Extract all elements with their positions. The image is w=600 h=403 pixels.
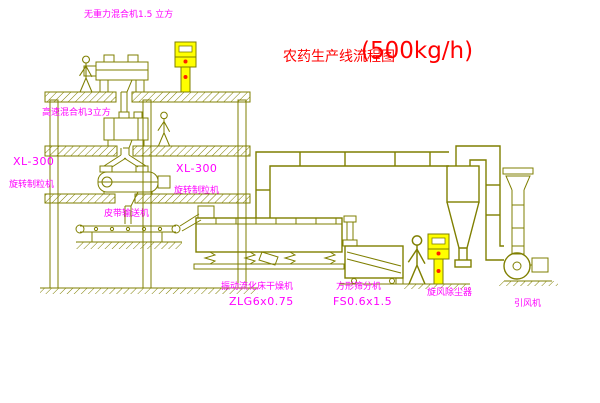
- worker-figure-top-floor: [78, 55, 93, 93]
- belt-conveyor: [75, 213, 202, 249]
- label-belt-conveyor: 皮带输送机: [104, 209, 150, 219]
- label-fan-name: 引风机: [514, 299, 542, 309]
- label-sieve-name: 方形筛分机: [336, 282, 382, 292]
- induced-draft-fan: [498, 245, 558, 286]
- label-granulator-mid-model: XL-300: [176, 162, 218, 175]
- diagram-title-capacity: (500kg/h): [361, 38, 474, 64]
- label-dryer-name: 振动流化床干燥机: [221, 282, 294, 292]
- gravity-mixer: [83, 54, 149, 93]
- fluid-bed-dryer: [193, 205, 345, 270]
- high-speed-mixer: [103, 111, 149, 149]
- y-chute: [103, 148, 147, 168]
- label-gravity-mixer: 无重力混合机1.5 立方: [84, 10, 174, 20]
- label-cyclone-name: 旋风除尘器: [427, 288, 473, 298]
- control-panel-1: [174, 41, 197, 93]
- label-dryer-model: ZLG6x0.75: [229, 295, 294, 308]
- label-high-speed-mixer: 高速混合机3立方: [42, 108, 111, 118]
- worker-figure-mid-floor: [157, 111, 171, 147]
- exhaust-stack: [502, 167, 534, 246]
- label-granulator-left-name: 旋转制粒机: [9, 180, 55, 190]
- rotary-granulator: [97, 165, 171, 194]
- label-granulator-mid-name: 旋转制粒机: [174, 186, 220, 196]
- transfer-chute: [120, 92, 128, 112]
- control-panel-2: [404, 233, 470, 289]
- exhaust-duct: [255, 151, 449, 218]
- label-granulator-left-model: XL-300: [13, 155, 55, 168]
- worker-figure-ground: [407, 235, 426, 285]
- label-sieve-model: FS0.6x1.5: [333, 295, 393, 308]
- cyclone-dust-collector: [446, 145, 504, 268]
- granulator-discharge: [118, 191, 139, 224]
- diagram-title: 农药生产线流程图: [283, 49, 395, 65]
- square-sieve: [340, 215, 408, 285]
